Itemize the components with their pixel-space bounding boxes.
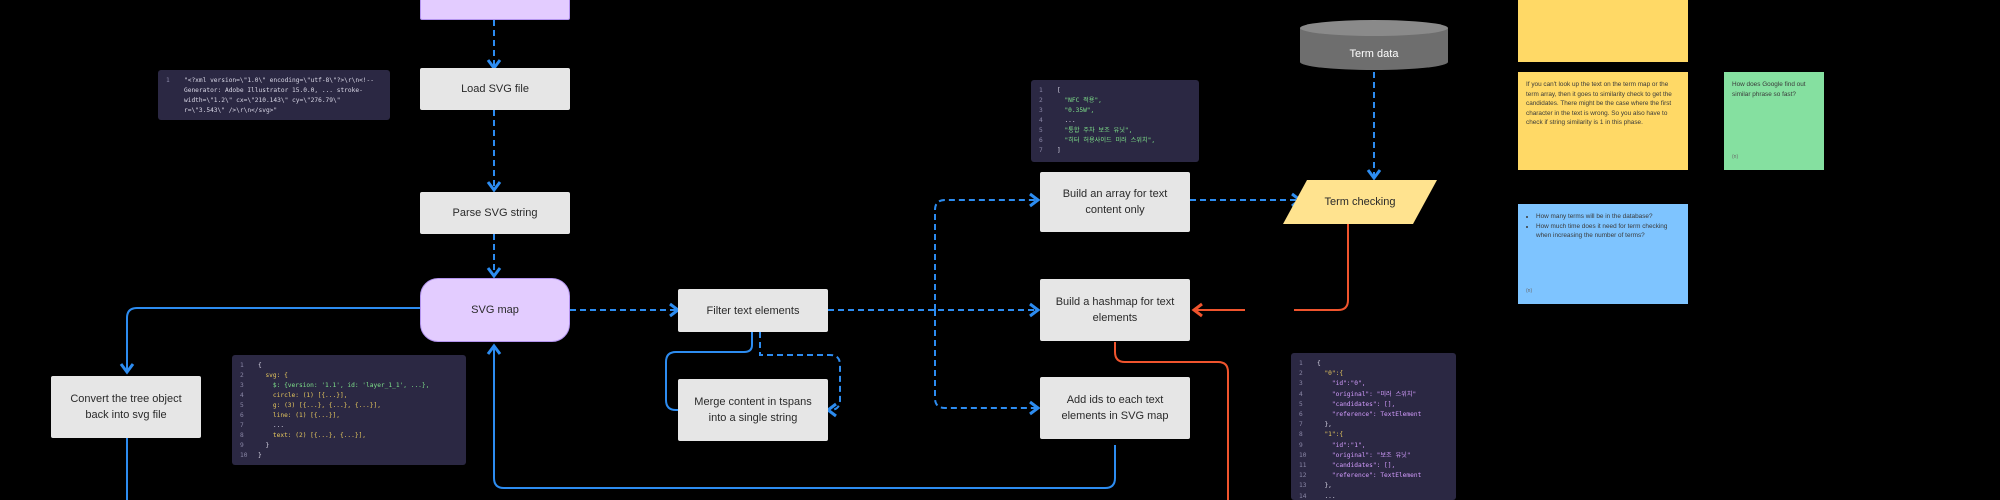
- code-line: $: {version: '1.1', id: 'layer_1_1', ...…: [258, 382, 430, 389]
- wire-fan-to-ids: [934, 310, 1041, 416]
- code-line: "NFC 적용",: [1057, 97, 1102, 104]
- term-checking-label[interactable]: Term checking: [1324, 196, 1396, 208]
- svg-string-code: 1"<?xml version=\"1.0\" encoding=\"utf-8…: [158, 70, 390, 120]
- text-array-code: 1[ 2 "NFC 적용", 3 "0.35W", 4 ... 5 "통합 주차…: [1031, 80, 1199, 162]
- code-line: "통합 주차 보조 유닛",: [1057, 127, 1133, 134]
- code-line: width=\"1.2\" cx=\"210.143\" cy=\"276.79…: [184, 97, 341, 104]
- code-line: Generator: Adobe Illustrator 15.0.0, ...…: [184, 87, 363, 94]
- load-svg-node[interactable]: Load SVG file: [420, 68, 570, 110]
- wire-hashmap-down: [1114, 342, 1229, 500]
- code-line: "id":"1",: [1317, 441, 1366, 449]
- wire-merge-loop: [759, 332, 841, 418]
- question-item: How much time does it need for term chec…: [1536, 222, 1680, 241]
- code-line: line: (1) [{...}],: [258, 412, 340, 419]
- sticky-questions[interactable]: How many terms will be in the database? …: [1518, 204, 1688, 304]
- merge-tspans-node[interactable]: Merge content in tspans into a single st…: [678, 379, 828, 441]
- parse-svg-node[interactable]: Parse SVG string: [420, 192, 570, 234]
- code-line: ...: [258, 422, 285, 429]
- wire-filter-to-merge: [665, 332, 753, 411]
- wire-term-down: [1294, 222, 1349, 311]
- code-line: text: (2) [{...}, {...}],: [258, 432, 367, 439]
- questions-list: How many terms will be in the database? …: [1526, 212, 1680, 241]
- convert-tree-node[interactable]: Convert the tree object back into svg fi…: [51, 376, 201, 438]
- code-line: svg: {: [258, 372, 288, 379]
- top-cut-node: [420, 0, 570, 20]
- code-line: ...: [1057, 117, 1076, 124]
- code-line: "original": "보조 유닛": [1317, 451, 1411, 459]
- code-line: },: [1317, 421, 1332, 429]
- code-line: },: [1317, 482, 1332, 490]
- code-line: "original": "미러 스위치": [1317, 390, 1417, 398]
- svg-tree-code: 1{ 2 svg: { 3 $: {version: '1.1', id: 'l…: [232, 355, 466, 465]
- sticky-footer: (n): [1526, 287, 1533, 294]
- code-line: "id":"0",: [1317, 380, 1366, 388]
- term-data-label[interactable]: Term data: [1349, 48, 1399, 60]
- code-line: "candidates": [],: [1317, 400, 1396, 408]
- code-line: circle: (1) [{...}],: [258, 392, 348, 399]
- sticky-text: How does Google find out similar phrase …: [1732, 81, 1806, 98]
- code-line: "reference": TextElement: [1317, 472, 1422, 480]
- sticky-candidates-note[interactable]: If you can't look up the text on the ter…: [1518, 72, 1688, 170]
- sticky-footer: (n): [1732, 153, 1739, 160]
- term-checking-shape: [1283, 180, 1437, 224]
- code-line: }: [258, 442, 270, 449]
- code-line: r=\"3.543\" />\r\n</svg>": [184, 107, 278, 114]
- sticky-yellow-top[interactable]: [1518, 0, 1688, 62]
- filter-text-node[interactable]: Filter text elements: [678, 289, 828, 332]
- code-line: "1":{: [1317, 431, 1344, 439]
- code-line: g: (3) [{...}, {...}, {...}],: [258, 402, 381, 409]
- wire-ids-to-map: [486, 343, 1116, 489]
- code-line: ]: [1057, 147, 1061, 154]
- code-line: "0":{: [1317, 370, 1344, 378]
- code-line: "0.35W",: [1057, 107, 1095, 114]
- code-line: "히터 허용사이드 미러 스위치",: [1057, 137, 1156, 144]
- question-item: How many terms will be in the database?: [1536, 212, 1680, 222]
- term-data-cylinder: [1300, 20, 1448, 70]
- add-ids-node[interactable]: Add ids to each text elements in SVG map: [1040, 377, 1190, 439]
- sticky-google-note[interactable]: How does Google find out similar phrase …: [1724, 72, 1824, 170]
- hashmap-code: 1{ 2 "0":{ 3 "id":"0", 4 "original": "미러…: [1291, 353, 1456, 500]
- code-line: "candidates": [],: [1317, 462, 1396, 470]
- sticky-text: If you can't look up the text on the ter…: [1526, 81, 1672, 126]
- build-hashmap-node[interactable]: Build a hashmap for text elements: [1040, 279, 1190, 341]
- wire-fan-to-array: [934, 192, 1041, 310]
- code-line: "<?xml version=\"1.0\" encoding=\"utf-8\…: [184, 77, 374, 84]
- build-array-node[interactable]: Build an array for text content only: [1040, 172, 1190, 232]
- code-line: }: [258, 452, 262, 459]
- wire-map-to-convert: [119, 307, 420, 375]
- code-line: "reference": TextElement: [1317, 411, 1422, 419]
- code-line: {: [258, 362, 262, 369]
- code-line: [: [1057, 87, 1061, 94]
- svg-map-node[interactable]: SVG map: [420, 278, 570, 342]
- code-line: {: [1317, 360, 1321, 367]
- code-line: ...: [1317, 492, 1336, 500]
